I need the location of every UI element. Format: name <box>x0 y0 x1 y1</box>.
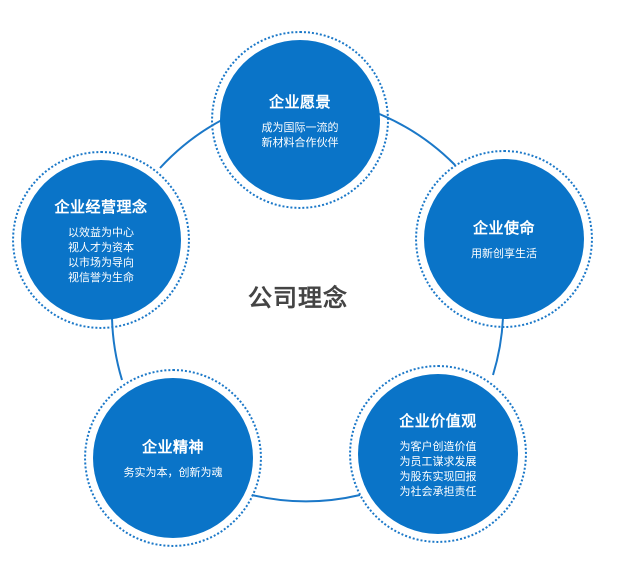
center-title: 公司理念 <box>248 284 348 312</box>
circle-disc <box>424 159 584 319</box>
circle-disc <box>220 40 380 200</box>
node-mission: 企业使命 用新创享生活 <box>415 150 593 328</box>
node-title: 企业经营理念 <box>54 197 148 216</box>
circle-disc <box>93 378 253 538</box>
node-line: 为员工谋求发展 <box>399 454 477 468</box>
circle-disc <box>358 374 518 534</box>
node-line: 以效益为中心 <box>68 225 134 239</box>
circle-disc <box>21 160 181 320</box>
node-title: 企业精神 <box>141 438 204 456</box>
dotted-ring <box>211 31 389 209</box>
node-line: 为社会承担责任 <box>399 484 477 498</box>
node-line: 新材料合作伙伴 <box>261 135 339 149</box>
dotted-ring <box>12 151 190 329</box>
node-line: 以市场为导向 <box>68 255 134 269</box>
node-title: 企业价值观 <box>399 411 477 430</box>
node-business-philosophy: 企业经营理念 以效益为中心 视人才为资本 以市场为导向 视信誉为生命 <box>12 151 190 329</box>
node-title: 企业使命 <box>472 219 535 237</box>
node-line: 用新创享生活 <box>471 247 537 260</box>
node-line: 成为国际一流的 <box>261 120 339 134</box>
node-title: 企业愿景 <box>268 92 331 111</box>
node-line: 视人才为资本 <box>68 240 134 254</box>
node-line: 务实为本，创新为魂 <box>123 466 223 479</box>
node-vision: 企业愿景 成为国际一流的 新材料合作伙伴 <box>211 31 389 209</box>
node-line: 为股东实现回报 <box>399 469 477 483</box>
node-line: 为客户创造价值 <box>399 439 477 453</box>
dotted-ring <box>84 369 262 547</box>
dotted-ring <box>349 365 527 543</box>
node-spirit: 企业精神 务实为本，创新为魂 <box>84 369 262 547</box>
node-line: 视信誉为生命 <box>68 270 134 284</box>
node-values: 企业价值观 为客户创造价值 为员工谋求发展 为股东实现回报 为社会承担责任 <box>349 365 527 543</box>
dotted-ring <box>415 150 593 328</box>
